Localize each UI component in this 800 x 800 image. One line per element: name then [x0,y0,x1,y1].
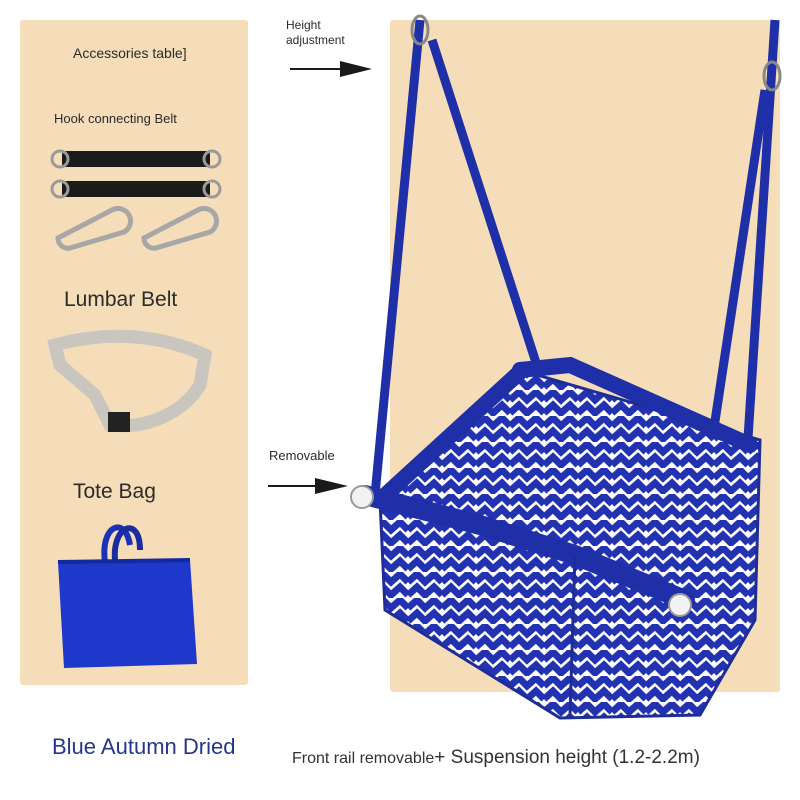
carabiner-icon [141,205,220,251]
carabiner-icon [55,205,134,251]
caption: Front rail removable+ Suspension height … [292,747,700,769]
height-adjustment-label: Height adjustment [286,18,345,47]
caption-right: + Suspension height (1.2-2.2m) [434,747,700,768]
caption-left: Front rail removable [292,750,435,767]
lumbar-belt-icon [47,329,213,433]
baby-swing-icon [350,14,782,720]
accessories-table-label: Accessories table] [73,45,187,61]
removable-label: Removable [269,448,335,463]
arrow-right-icon [268,478,348,494]
tote-bag-label: Tote Bag [73,480,156,503]
color-name-label: Blue Autumn Dried [52,734,236,759]
tote-bag-icon [57,524,197,668]
strap-icon [50,149,222,169]
hook-connecting-belt-label: Hook connecting Belt [54,111,177,126]
arrow-right-icon [290,61,372,77]
strap-icon [50,179,222,199]
lumbar-belt-label: Lumbar Belt [64,288,178,311]
